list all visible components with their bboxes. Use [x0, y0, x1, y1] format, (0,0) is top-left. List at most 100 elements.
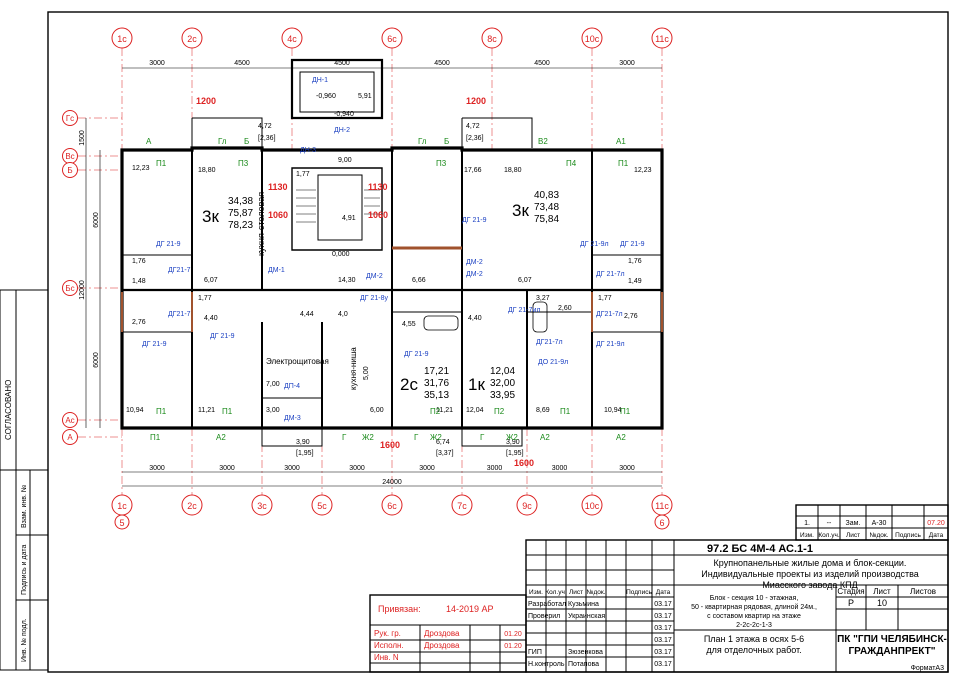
room-area: 4,44	[300, 311, 314, 318]
sheet-name: для отделочных работ.	[706, 645, 801, 655]
axis-bubble-top	[581, 27, 603, 49]
main-head-cell: Подпись	[626, 589, 652, 596]
wall-panel-tag: П2	[494, 407, 505, 416]
axis-label-bottom: 6с	[387, 501, 397, 511]
floor-plan	[120, 58, 664, 447]
wall-panel-tag: Г	[342, 433, 347, 442]
room-area: 17,66	[464, 167, 482, 174]
axis-label-left: Ас	[65, 416, 74, 425]
element-tag: ДГ 21-7ил	[508, 307, 540, 314]
left-person-date: 01.20	[504, 631, 522, 638]
apt-1k-areas: 32,00	[490, 378, 515, 389]
axis-bubble-left	[62, 412, 78, 428]
room-area: 11,21	[198, 407, 215, 414]
person-name: Потапова	[568, 661, 599, 668]
axis-label-left: Гс	[66, 114, 74, 123]
person-role: Н.контроль	[528, 661, 565, 668]
dim-bottom: 3000	[487, 465, 503, 472]
main-head-cell: Дата	[656, 589, 671, 596]
person-name: Кузьмина	[568, 601, 599, 608]
room-area: 2,60	[558, 305, 572, 312]
stage-header: Стадия	[837, 587, 864, 596]
axis-bubble-top	[651, 27, 673, 49]
dim-total: 24000	[382, 479, 402, 486]
dim-bottom: 3000	[419, 465, 435, 472]
element-tag: ДГ 21-9	[462, 217, 487, 224]
apt-1k-areas: 33,95	[490, 390, 515, 401]
rev-head-cell: Изм.	[800, 532, 814, 539]
axis-label-left: Б	[67, 166, 72, 175]
wall-panel-tag: Г	[414, 433, 419, 442]
apt-3k-right-areas: 73,48	[534, 202, 559, 213]
element-tag: ДН-2	[334, 127, 350, 134]
axis-label-left: Бс	[65, 284, 74, 293]
axis-label-bottom: 7с	[457, 501, 467, 511]
wall-panel-tag: Б	[244, 137, 249, 146]
left-person-name: Дроздова	[424, 629, 460, 638]
apt-3k-left-label: 3к	[202, 207, 219, 226]
room-area: 18,80	[504, 167, 522, 174]
block-desc: Блок - секция 10 - этажная,	[710, 595, 799, 602]
axis-num-bubble	[114, 514, 130, 530]
dim-left: 1500	[79, 130, 86, 146]
dim-bottom: 3000	[619, 465, 635, 472]
room-area: [1,95]	[296, 450, 314, 457]
axis-label-top: 2с	[187, 34, 197, 44]
dim-bottom: 3000	[219, 465, 235, 472]
rev-row-cell: 1.	[804, 520, 810, 527]
wall-panel-tag: А2	[216, 433, 226, 442]
element-tag: ДГ 21-9л	[580, 241, 609, 248]
side-stamp: СОГЛАСОВАНО Взам. инв. № Подпись и дата …	[0, 289, 49, 671]
dim-bottom: 3000	[149, 465, 165, 472]
axis-bubble-top	[181, 27, 203, 49]
element-tag: ДМ-3	[284, 415, 301, 422]
room-area: 5,91	[358, 93, 372, 100]
main-head-cell: Лист	[569, 589, 583, 596]
room-area: -0,960	[316, 93, 336, 100]
element-tag: ДГ21-7л	[536, 339, 563, 346]
org-title: Миасского завода КПД	[762, 580, 857, 590]
axis-bubble-bottom	[516, 494, 538, 516]
block-desc: 50 - квартирная рядовая, длиной 24м.,	[691, 603, 817, 611]
wall-panel-tag: П1	[156, 159, 167, 168]
apt-3k-left-areas: 78,23	[228, 220, 253, 231]
axis-label-left: Вс	[65, 152, 74, 161]
room-area: -0,940	[334, 111, 354, 118]
element-tag: ДГ 21-9	[156, 241, 181, 248]
room-area: 12,23	[634, 167, 652, 174]
dim-top: 4500	[534, 60, 550, 67]
org-title: Индивидуальные проекты из изделий произв…	[701, 569, 919, 579]
room-area: 11,21	[436, 407, 453, 414]
rev-row-cell: Зам.	[846, 520, 861, 527]
wall-panel-tag: П1	[560, 407, 571, 416]
wall-panel-tag: Ж2	[430, 433, 442, 442]
room-area: 1,76	[628, 258, 642, 265]
apt-3k-right-label: 3к	[512, 201, 529, 220]
person-role: Проверил	[528, 613, 560, 620]
element-tag: ДГ21-7	[168, 311, 191, 318]
room-area: 2,76	[624, 313, 638, 320]
dim-bottom: 3000	[552, 465, 568, 472]
axis-num-label: 6	[659, 518, 664, 528]
room-area: 12,23	[132, 165, 150, 172]
room-area: 6,07	[518, 277, 532, 284]
wall-panel-tag: А2	[540, 433, 550, 442]
axis-bubble-bottom	[451, 494, 473, 516]
element-tag: ДГ 21-8у	[360, 295, 388, 302]
left-person-role: Исполн.	[374, 641, 404, 650]
dim-top: 3000	[619, 60, 635, 67]
main-head-cell: Изм.	[529, 589, 543, 596]
axis-bubble-bottom	[581, 494, 603, 516]
person-name: Украинская	[568, 613, 605, 620]
bind-value: 14-2019 АР	[446, 604, 494, 614]
room-area: 4,40	[204, 315, 218, 322]
apt-3k-right-areas: 75,84	[534, 214, 559, 225]
stage-value: Р	[848, 598, 854, 608]
axis-bubble-top	[281, 27, 303, 49]
dim-top: 4500	[434, 60, 450, 67]
wall-panel-tag: П4	[566, 159, 577, 168]
element-tag: ДО 21-9л	[538, 359, 568, 366]
room-area: 10,94	[604, 407, 622, 414]
